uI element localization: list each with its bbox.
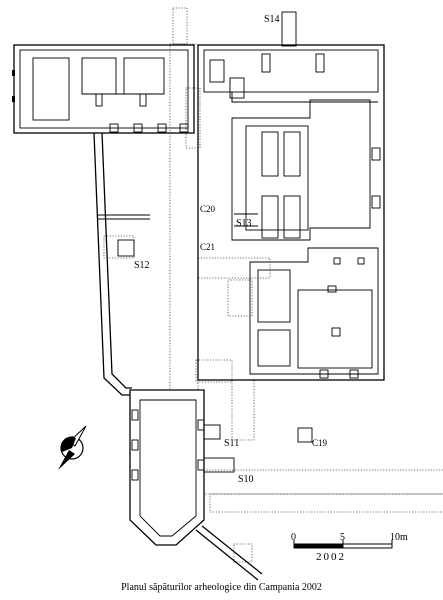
scale-tick-10: 10m [390,532,408,543]
label-c20: C20 [200,204,216,214]
plan-caption: Planul săpăturilor arheologice din Campa… [121,582,322,593]
label-s10: S10 [238,474,254,485]
excavation-trenches [103,7,443,563]
enclosure-wall-west [93,132,150,396]
north-arrow-icon [58,425,87,470]
scale-year: 2002 [316,551,346,563]
label-c21: C21 [200,242,215,252]
label-s14: S14 [264,14,280,25]
scale-bar [293,540,393,549]
west-wing [12,44,195,134]
gate-tower [129,389,263,581]
scale-tick-5: 5 [340,532,345,543]
label-s12: S12 [134,260,150,271]
label-c19: C19 [312,438,328,448]
scale-tick-0: 0 [291,532,296,543]
label-s11: S11 [224,438,239,449]
label-s13: S13 [236,218,252,229]
east-complex [197,11,385,443]
